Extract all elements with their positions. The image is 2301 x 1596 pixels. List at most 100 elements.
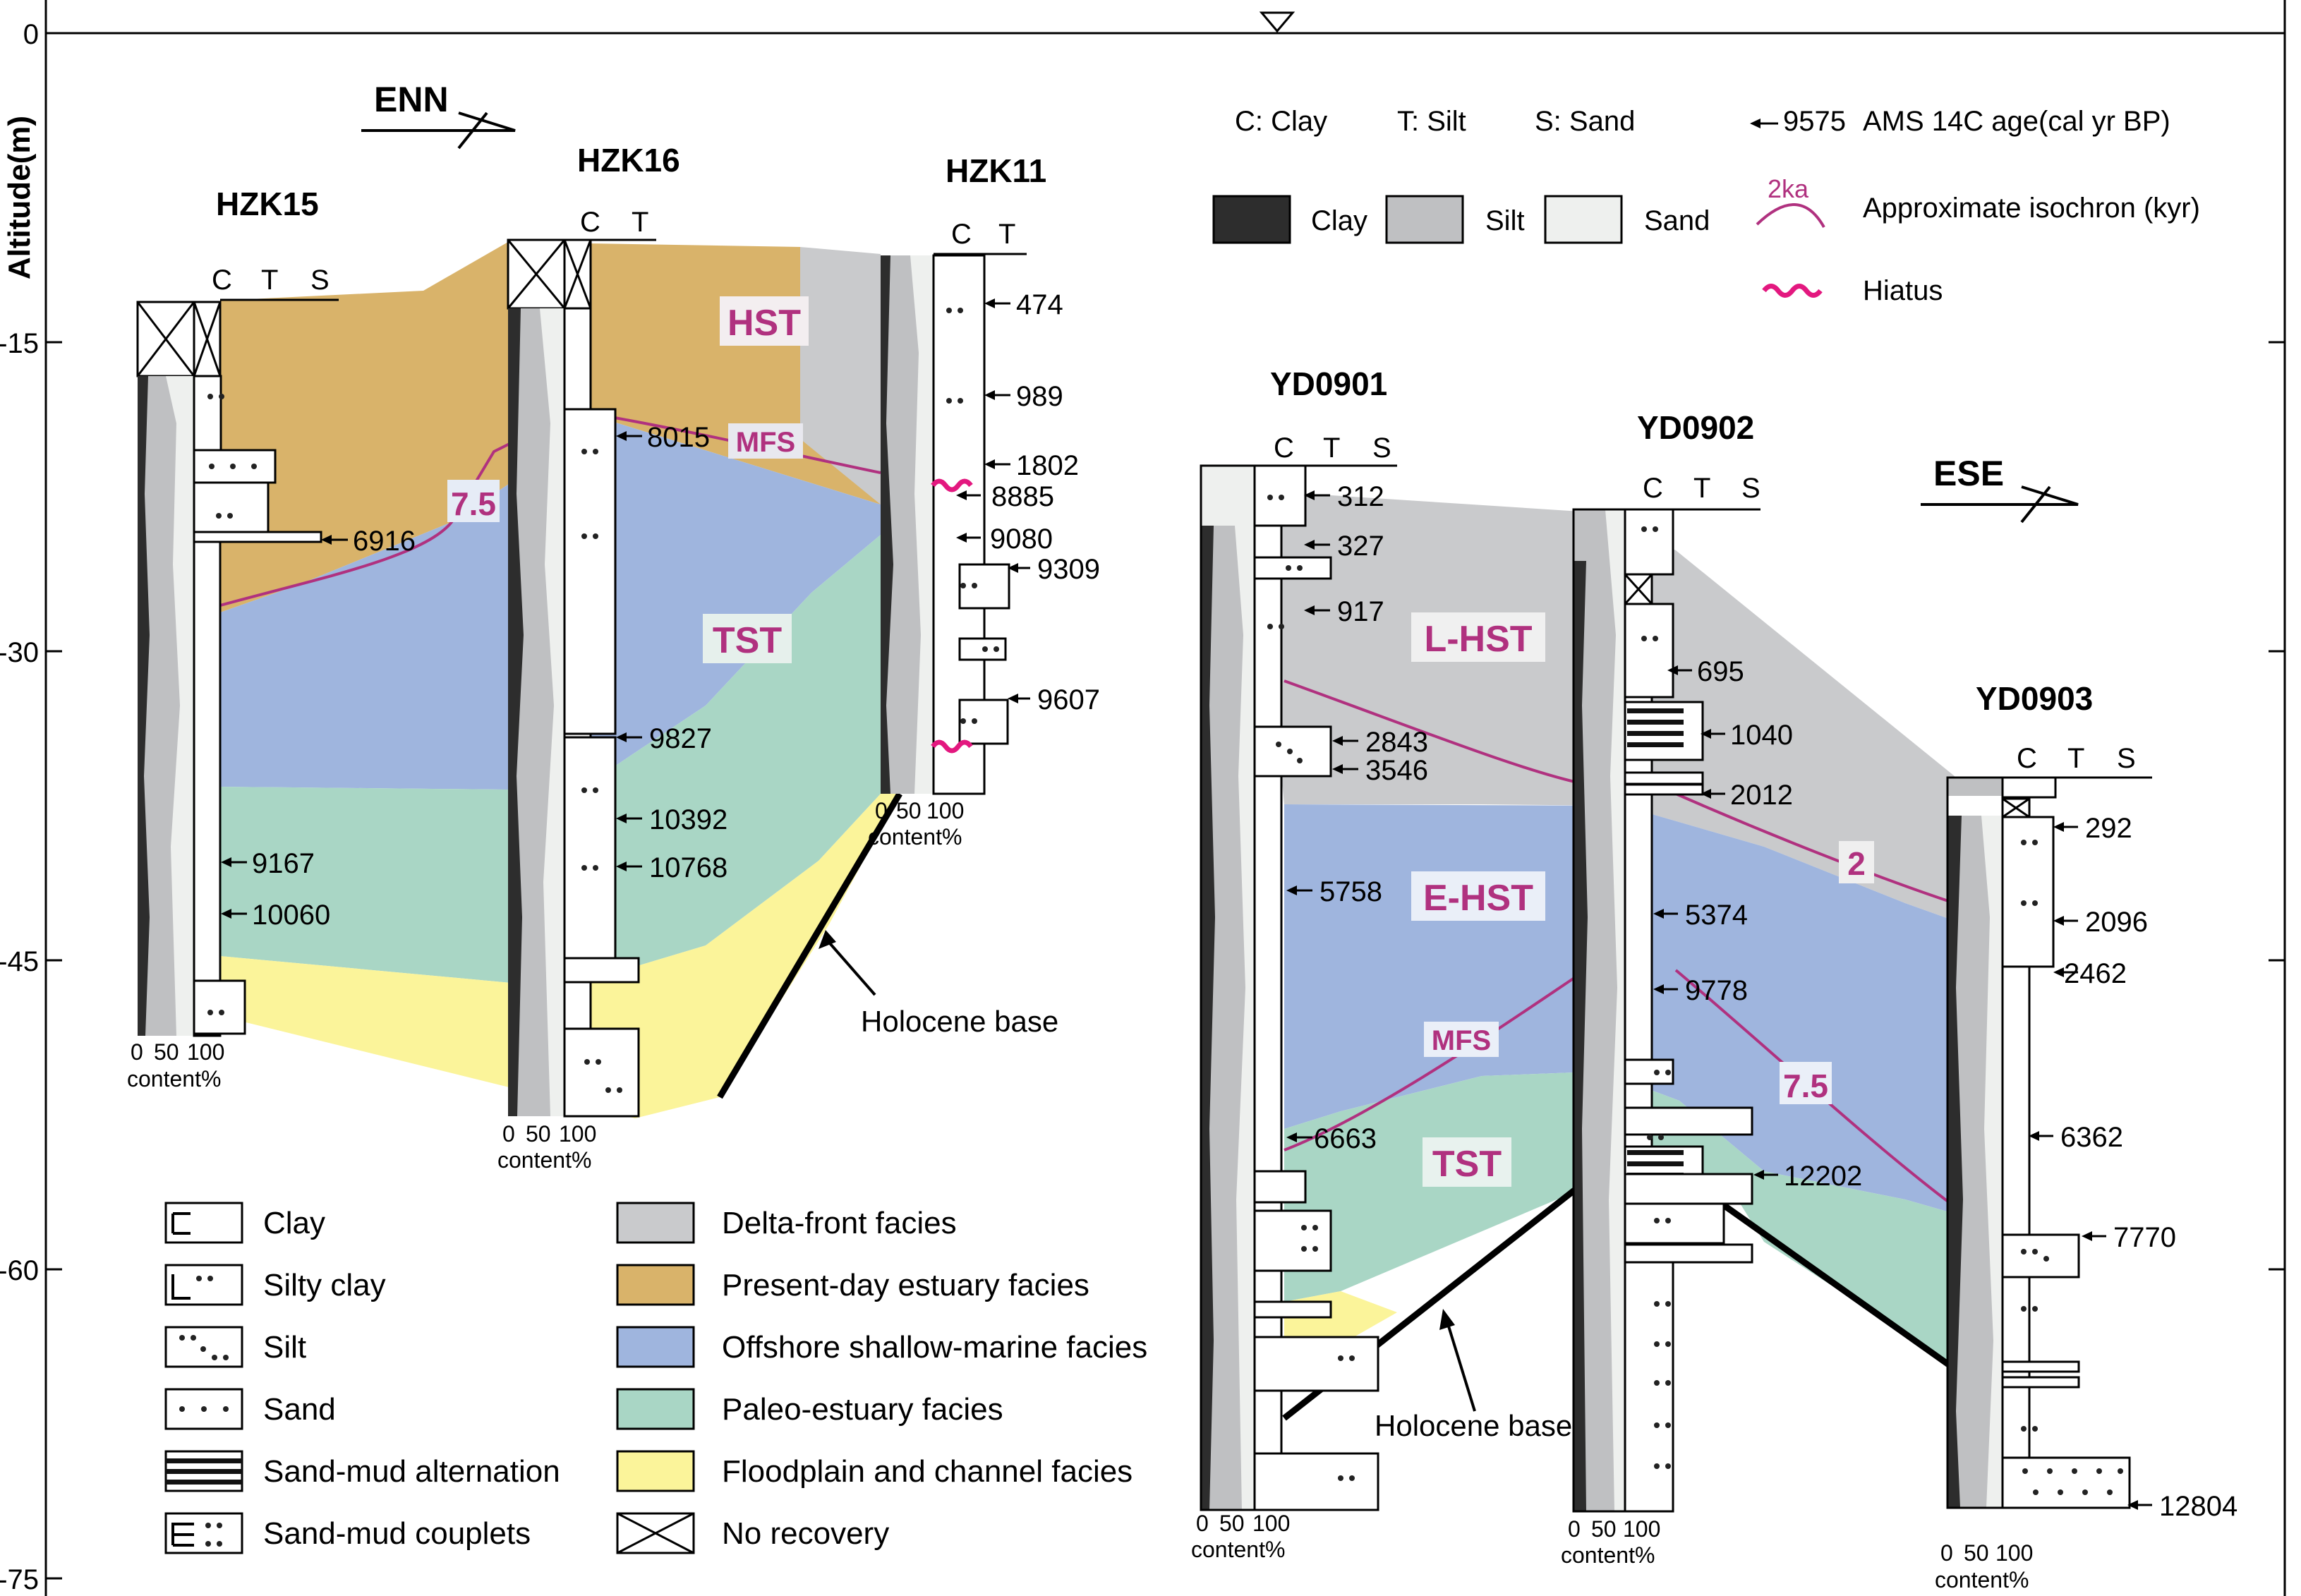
legend-clay-abbr: C: Clay	[1235, 106, 1327, 137]
lith-label: T	[632, 207, 648, 238]
borehole-name: HZK11	[946, 152, 1046, 189]
tick-label: -30	[0, 637, 39, 668]
direction-ese: ESE	[1921, 454, 2079, 524]
borehole-name: HZK16	[577, 142, 680, 179]
borehole-name: YD0902	[1637, 409, 1754, 446]
isochron-right-lower-label: 7.5	[1783, 1068, 1828, 1104]
scale-tick: 100	[559, 1121, 596, 1147]
legend-hiatus-label: Hiatus	[1863, 275, 1943, 306]
age-label: 7770	[2113, 1222, 2176, 1253]
lith-label: T	[998, 219, 1015, 250]
isochron-right-upper-label: 2	[1847, 845, 1866, 882]
sea-level-icon	[1259, 11, 1296, 33]
lith-label: C	[2017, 743, 2037, 774]
scale-unit: content%	[1191, 1537, 1285, 1562]
scale-tick: 100	[1623, 1516, 1660, 1542]
mfs-line-right	[1284, 972, 1582, 1151]
age-label: 2096	[2085, 907, 2148, 938]
lith-label: S	[1372, 433, 1391, 464]
isochron-icon	[1756, 203, 1825, 228]
lith-label: C	[580, 207, 600, 238]
scale-tick: 100	[926, 798, 964, 823]
scale-tick: 50	[1591, 1516, 1617, 1542]
lith-label: C	[1643, 473, 1663, 504]
svg-text:Holocene base: Holocene base	[1375, 1409, 1572, 1442]
scale-tick: 0	[875, 798, 888, 823]
scale-unit: content%	[497, 1147, 591, 1173]
swatch-clay	[1212, 195, 1291, 244]
legend-litho: Sand	[263, 1392, 336, 1427]
borehole-yd0903: YD0903 C T S 0 50 100 content% 292 2096 …	[1935, 680, 2237, 1592]
axis-title: Altitude(m)	[2, 116, 37, 279]
swatch-floodplain	[616, 1450, 695, 1492]
scale-unit: content%	[127, 1066, 221, 1092]
isochron-2ka-right	[1284, 679, 1955, 905]
tick-label: -45	[0, 946, 39, 977]
hiatus-icon	[931, 478, 973, 492]
legend-litho: Sand-mud alternation	[263, 1454, 560, 1489]
scale-tick: 0	[1196, 1511, 1209, 1536]
legend-silt-abbr: T: Silt	[1397, 106, 1466, 137]
borehole-hzk16: HZK16 C T 0 50 100 content% 8015 9827 10…	[497, 142, 727, 1173]
scale-tick: 100	[187, 1039, 224, 1065]
lith-label: C	[1274, 433, 1294, 464]
age-label: 989	[1016, 381, 1063, 412]
legend-bottom: Clay Silty clay Silt Sand Sand-mud alter…	[164, 1202, 1147, 1554]
legend-facies: No recovery	[722, 1516, 889, 1551]
age-label: 9827	[649, 723, 712, 754]
unit-mfs-right: MFS	[1432, 1025, 1491, 1056]
scale-tick: 100	[1252, 1511, 1290, 1536]
age-label: 8885	[991, 481, 1054, 512]
age-label: 10392	[649, 804, 727, 835]
borehole-yd0902: YD0902 C T S 0 50 100 content% 695	[1561, 409, 1862, 1568]
age-label: 12202	[1784, 1161, 1862, 1192]
age-label: 6663	[1314, 1123, 1377, 1154]
scale-tick: 100	[1995, 1540, 2033, 1566]
tick-label: -15	[0, 328, 39, 359]
age-label: 2462	[2064, 958, 2127, 989]
age-label: 9607	[1037, 684, 1100, 715]
legend-facies: Floodplain and channel facies	[722, 1454, 1133, 1489]
age-markers: 695 1040 2012 5374 9778 12202	[1653, 656, 1862, 1192]
borehole-hzk11: HZK11 C T 0 50 100 content% 474 989 1802…	[868, 152, 1100, 850]
age-label: 8015	[647, 422, 710, 453]
lith-label: S	[1741, 473, 1761, 504]
scale-unit: content%	[1561, 1542, 1655, 1568]
age-label: 5758	[1319, 876, 1382, 907]
legend-clay: Clay	[1311, 205, 1367, 236]
age-label: 9778	[1685, 975, 1748, 1006]
scale-tick: 0	[502, 1121, 515, 1147]
age-label: 10768	[649, 852, 727, 883]
lith-label: C	[951, 219, 972, 250]
scale-tick: 50	[526, 1121, 551, 1147]
lith-label: S	[310, 265, 330, 296]
unit-tst-left: TST	[713, 620, 782, 661]
unit-ehst: E-HST	[1423, 878, 1533, 919]
age-label: 9309	[1037, 554, 1100, 585]
lith-label: T	[2067, 743, 2084, 774]
lith-label: T	[1693, 473, 1710, 504]
age-markers: 8015 9827 10392 10768	[616, 422, 727, 883]
age-label: 6362	[2060, 1122, 2123, 1153]
age-label: 1040	[1730, 720, 1793, 751]
swatch-present-estuary	[616, 1264, 695, 1306]
legend-sand: Sand	[1644, 205, 1710, 236]
age-label: 327	[1337, 531, 1384, 562]
legend-isochron-label: Approximate isochron (kyr)	[1863, 193, 2200, 224]
unit-hst: HST	[727, 303, 801, 344]
age-label: 5374	[1685, 900, 1748, 931]
scale-tick: 0	[1568, 1516, 1581, 1542]
lith-label: T	[261, 265, 278, 296]
isochron-7.5-left	[219, 436, 523, 607]
age-label: 917	[1337, 596, 1384, 627]
legend-facies: Paleo-estuary facies	[722, 1392, 1003, 1427]
borehole-name: HZK15	[216, 186, 319, 222]
scale-tick: 0	[1940, 1540, 1953, 1566]
legend-silt: Silt	[1485, 205, 1525, 236]
unit-lhst: L-HST	[1424, 619, 1532, 660]
swatch-clay-litho	[164, 1202, 243, 1244]
hiatus-icon	[931, 739, 973, 754]
age-label: 292	[2085, 813, 2132, 844]
swatch-offshore-marine	[616, 1326, 695, 1368]
